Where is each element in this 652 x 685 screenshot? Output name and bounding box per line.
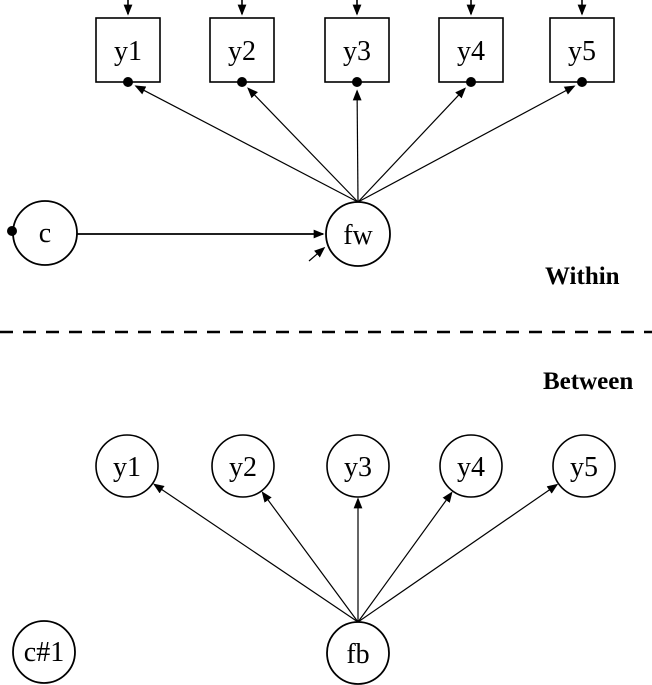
- square-label-y5: y5: [568, 36, 596, 67]
- dot-c: [7, 226, 17, 236]
- factor-label-fw: fw: [343, 220, 373, 251]
- circle-label-y4-between: y4: [457, 452, 485, 483]
- loading-fw-y3: [352, 89, 362, 203]
- circle-label-y2-between: y2: [229, 452, 257, 483]
- loading-fb-y5: [357, 483, 559, 623]
- class-label-c1: c#1: [24, 637, 64, 668]
- circle-label-y5-between: y5: [570, 452, 598, 483]
- circle-y3-between: [326, 434, 390, 498]
- loading-fw-y1: [134, 85, 359, 203]
- square-label-y1: y1: [114, 36, 142, 67]
- loading-fw-y5: [357, 85, 576, 203]
- covariate-label-c: c: [39, 218, 51, 249]
- loading-fb-y1: [152, 483, 359, 623]
- square-label-y3: y3: [343, 36, 371, 67]
- within-section-label: Within: [545, 263, 620, 290]
- residual-dot-y4: [466, 77, 476, 87]
- square-y2-within: [209, 17, 275, 83]
- loading-fw-y4: [357, 87, 466, 203]
- circle-fw: [325, 201, 391, 267]
- loading-fb-y2: [261, 491, 359, 623]
- circle-y2-between: [211, 434, 275, 498]
- square-y1-within: [95, 17, 161, 83]
- between-section-label: Between: [543, 368, 634, 395]
- circle-y4-between: [439, 434, 503, 498]
- circle-y5-between: [552, 434, 616, 498]
- loading-fw-y2: [247, 87, 359, 203]
- residual-dot-y3: [352, 77, 362, 87]
- circle-label-y3-between: y3: [344, 452, 372, 483]
- circle-y1-between: [95, 434, 159, 498]
- residual-dot-y1: [123, 77, 133, 87]
- loading-fb-y4: [357, 491, 453, 623]
- residual-dot-y5: [577, 77, 587, 87]
- square-label-y2: y2: [228, 36, 256, 67]
- square-label-y4: y4: [457, 36, 485, 67]
- factor-label-fb: fb: [346, 639, 369, 670]
- residual-dot-y2: [237, 77, 247, 87]
- circle-fb: [326, 621, 390, 685]
- circle-label-y1-between: y1: [113, 452, 141, 483]
- square-y4-within: [438, 17, 504, 83]
- circle-c1-class: [12, 620, 76, 684]
- random-slope-arrow: [308, 246, 326, 262]
